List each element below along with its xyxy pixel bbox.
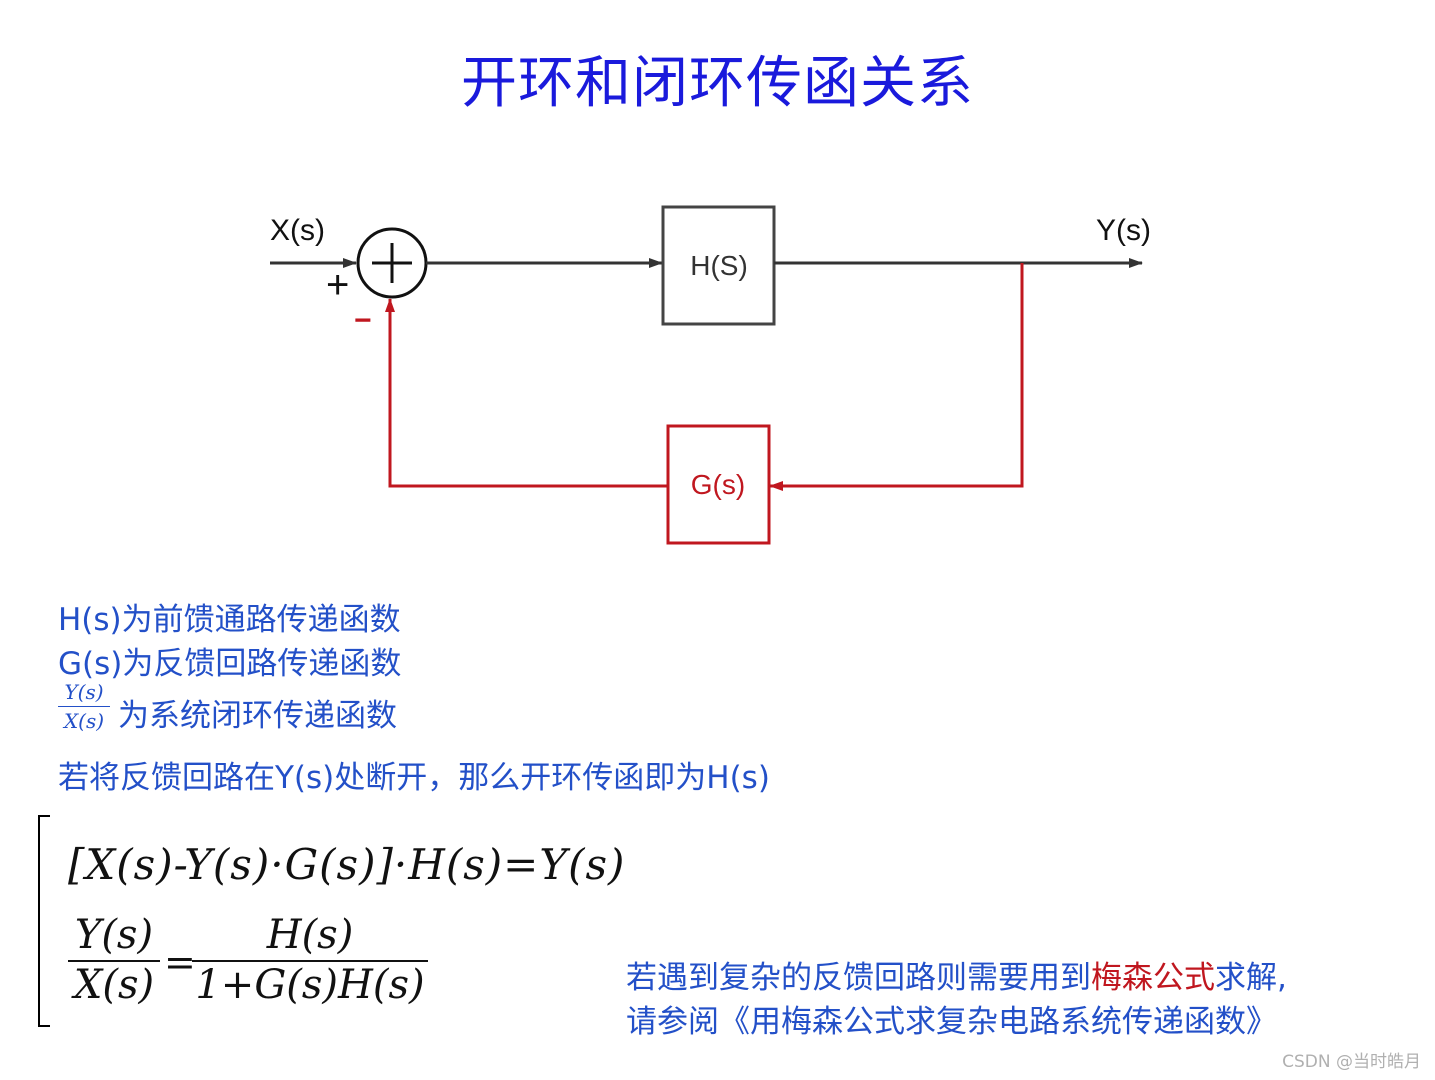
closed-loop-fraction: Y(s) X(s) (58, 680, 110, 733)
summing-junction (356, 227, 428, 299)
equals-sign: = (164, 940, 196, 984)
closed-loop-description: 为系统闭环传递函数 (118, 698, 397, 734)
rhs-fraction: H(s) 1+G(s)H(s) (192, 912, 428, 1008)
lhs-denominator: X(s) (73, 962, 155, 1008)
note-text-after: 求解, (1215, 960, 1287, 996)
open-loop-description: 若将反馈回路在Y(s)处断开，那么开环传函即为H(s) (58, 760, 770, 796)
output-label: Y(s) (1096, 214, 1151, 247)
fraction-denominator: X(s) (63, 709, 105, 733)
forward-path-description: H(s)为前馈通路传递函数 (58, 602, 401, 638)
mason-formula-highlight: 梅森公式 (1091, 960, 1215, 996)
equation-bracket (38, 815, 50, 1027)
rhs-denominator: 1+G(s)H(s) (195, 962, 425, 1008)
block-diagram: H(S) X(s) Y(s) + − G(s) (270, 205, 1151, 545)
page-title: 开环和闭环传函关系 (461, 51, 974, 116)
plus-sign: + (326, 263, 349, 307)
feedback-tap-line (769, 263, 1024, 491)
lhs-numerator: Y(s) (68, 912, 160, 962)
mason-note-line1: 若遇到复杂的反馈回路则需要用到梅森公式求解, (626, 952, 1287, 997)
feedback-return-line (385, 298, 668, 488)
feedback-path-description: G(s)为反馈回路传递函数 (58, 646, 402, 682)
lhs-fraction: Y(s) X(s) (68, 912, 160, 1008)
watermark: CSDN @当时皓月 (1282, 1052, 1421, 1072)
feedback-block-label: G(s) (691, 469, 745, 500)
note-text-before: 若遇到复杂的反馈回路则需要用到 (626, 960, 1091, 996)
forward-block-H (661, 205, 776, 326)
equation-1: [X(s)-Y(s)·G(s)]·H(s)=Y(s) (68, 840, 626, 889)
input-label: X(s) (270, 214, 325, 247)
fraction-numerator: Y(s) (58, 680, 110, 707)
feedback-block-G (666, 424, 771, 545)
minus-sign: − (354, 304, 372, 337)
forward-block-label: H(S) (690, 250, 748, 281)
rhs-numerator: H(s) (192, 912, 428, 962)
mason-note-line2: 请参阅《用梅森公式求复杂电路系统传递函数》 (626, 1004, 1277, 1040)
